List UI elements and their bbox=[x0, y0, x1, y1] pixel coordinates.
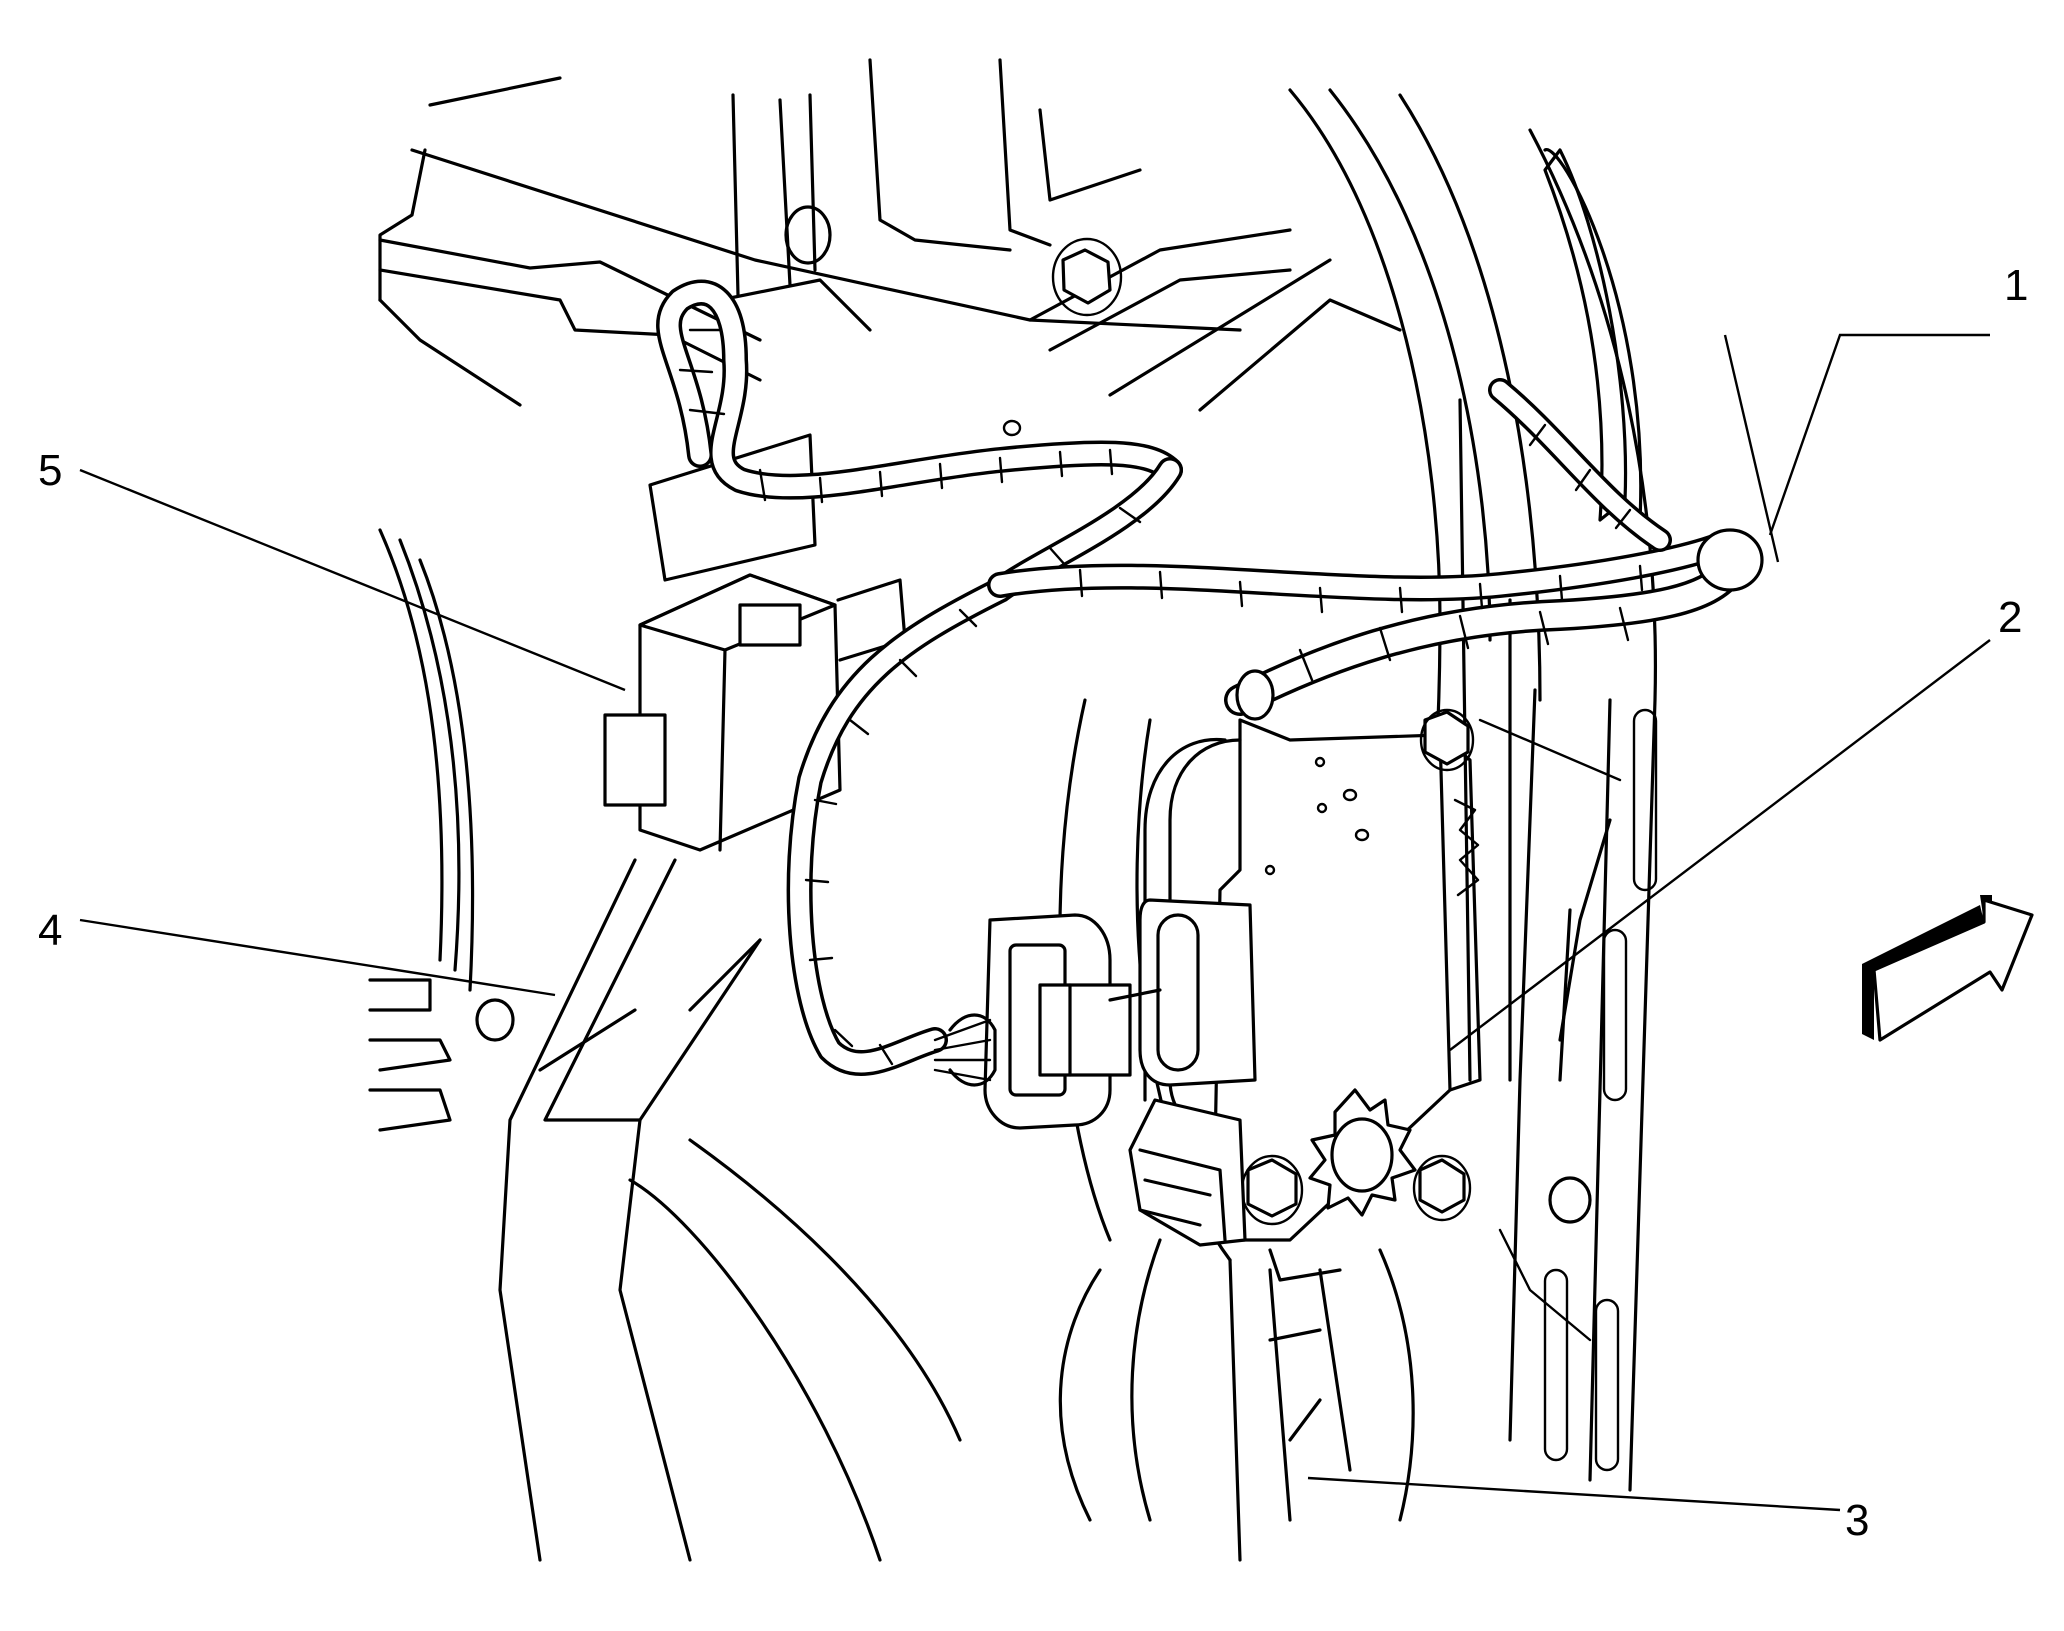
upper-body-structure bbox=[378, 58, 1402, 437]
left-body-panel bbox=[368, 528, 637, 1132]
callout-3: 3 bbox=[1845, 1496, 1869, 1545]
leader-lines bbox=[79, 333, 1991, 1512]
callout-1: 1 bbox=[2004, 261, 2028, 310]
callout-2: 2 bbox=[1998, 593, 2022, 642]
door-latch-assembly bbox=[1128, 708, 1482, 1282]
latch-connector bbox=[933, 898, 1257, 1130]
view-direction-arrow-icon bbox=[1862, 895, 2034, 1042]
callout-5: 5 bbox=[38, 446, 62, 495]
electrical-connector bbox=[603, 433, 907, 852]
callout-4: 4 bbox=[38, 906, 62, 955]
wiring-harness bbox=[656, 279, 1764, 1076]
